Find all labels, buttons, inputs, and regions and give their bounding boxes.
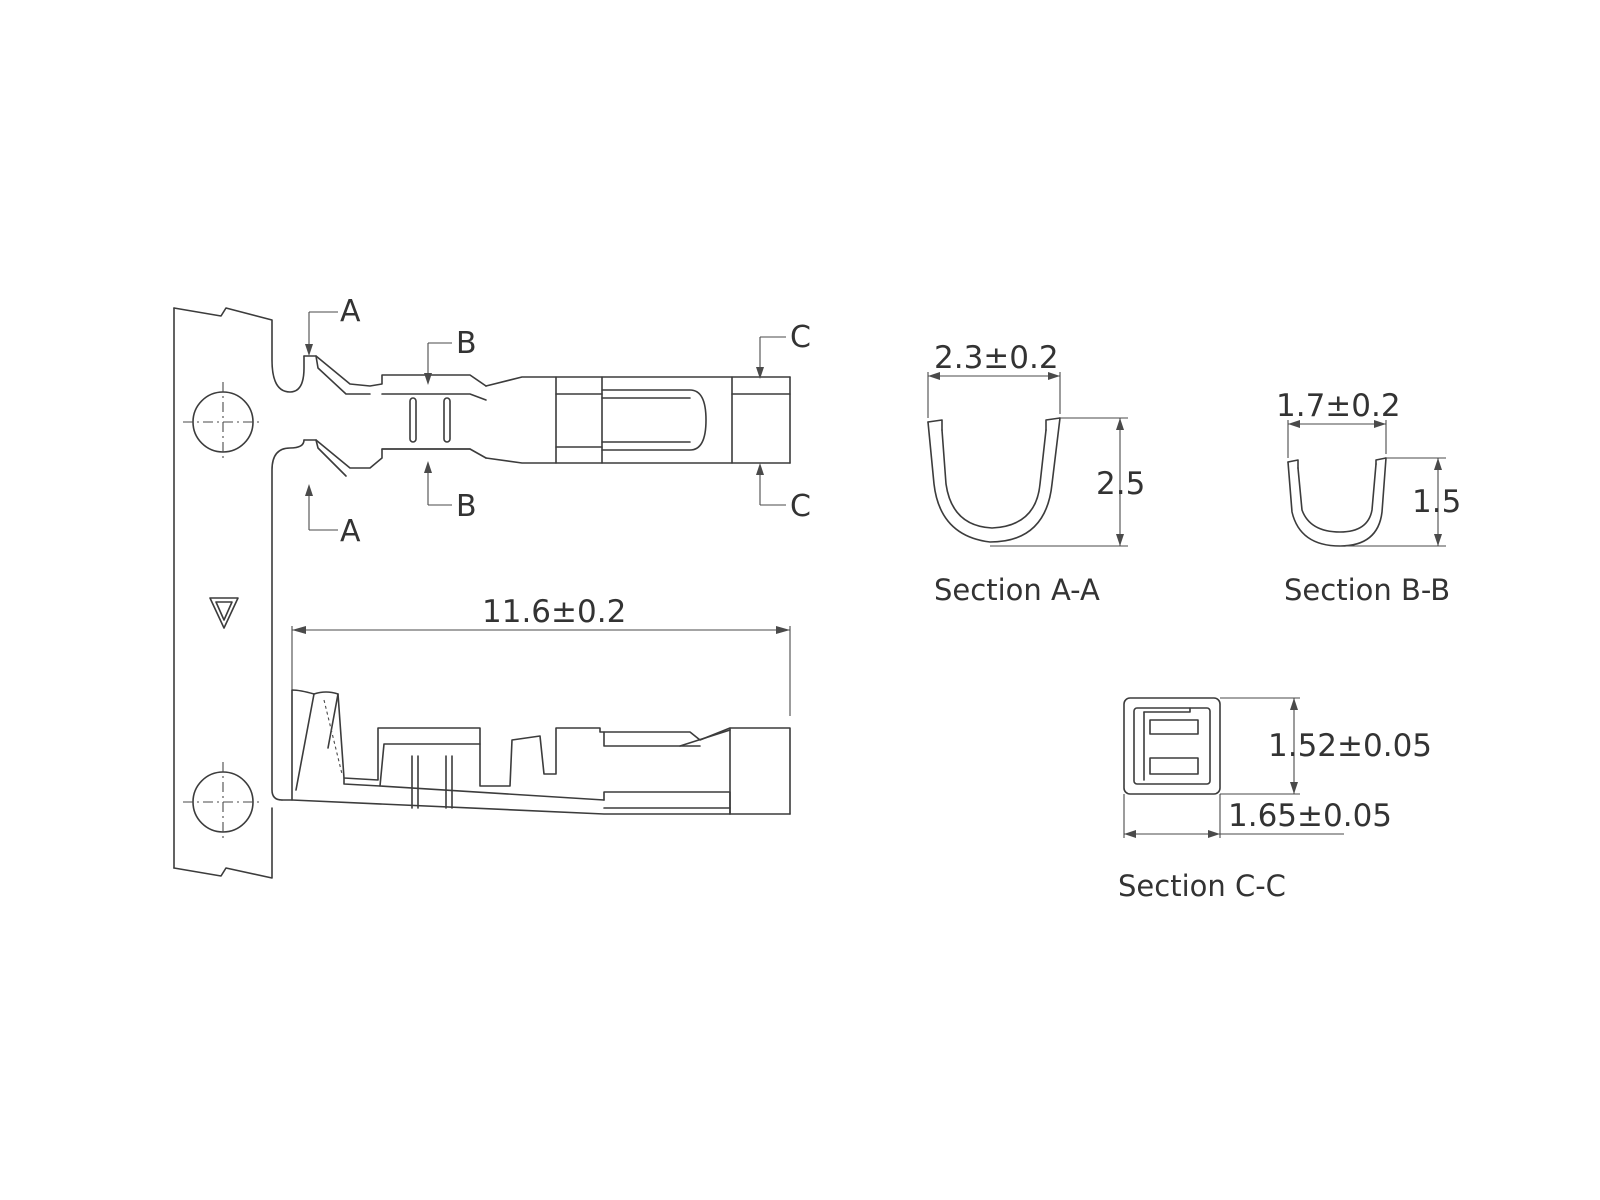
label-b-bottom: B: [456, 489, 477, 524]
section-marker-c: [756, 336, 786, 506]
section-c-width-dimension: [1123, 794, 1344, 838]
section-a-height-label: 2.5: [1096, 466, 1145, 502]
section-marker-a: [305, 311, 338, 531]
section-a-height-dimension: [990, 417, 1128, 547]
carrier-strip: [173, 307, 305, 879]
section-c-height-label: 1.52±0.05: [1268, 728, 1432, 764]
section-b-width-label: 1.7±0.2: [1276, 388, 1401, 424]
section-b-profile: [1287, 457, 1387, 547]
terminal-side-view: [281, 689, 791, 815]
terminal-top-view: [303, 355, 791, 477]
label-a-bottom: A: [340, 514, 361, 549]
section-a-profile: [927, 417, 1061, 543]
section-c-profile: [1123, 697, 1221, 795]
section-c-height-dimension: [1220, 697, 1300, 795]
pilot-hole-top-icon: [183, 382, 263, 462]
section-a-title: Section A-A: [934, 573, 1100, 607]
overall-length-dimension: [291, 626, 791, 780]
section-a-width-dimension: [927, 372, 1061, 418]
triangle-down-icon: [209, 597, 239, 629]
overall-length-label: 11.6±0.2: [482, 594, 626, 630]
label-a-top: A: [340, 294, 361, 329]
label-c-top: C: [790, 320, 811, 355]
section-b-height-label: 1.5: [1412, 484, 1461, 520]
section-c-width-label: 1.65±0.05: [1228, 798, 1392, 834]
label-b-top: B: [456, 326, 477, 361]
pilot-hole-bottom-icon: [183, 762, 263, 842]
section-b-width-dimension: [1287, 420, 1387, 458]
label-c-bottom: C: [790, 489, 811, 524]
section-b-height-dimension: [1340, 457, 1446, 547]
section-marker-b: [424, 342, 452, 506]
section-b-title: Section B-B: [1284, 573, 1450, 607]
section-c-title: Section C-C: [1118, 869, 1286, 903]
section-a-width-label: 2.3±0.2: [934, 340, 1059, 376]
